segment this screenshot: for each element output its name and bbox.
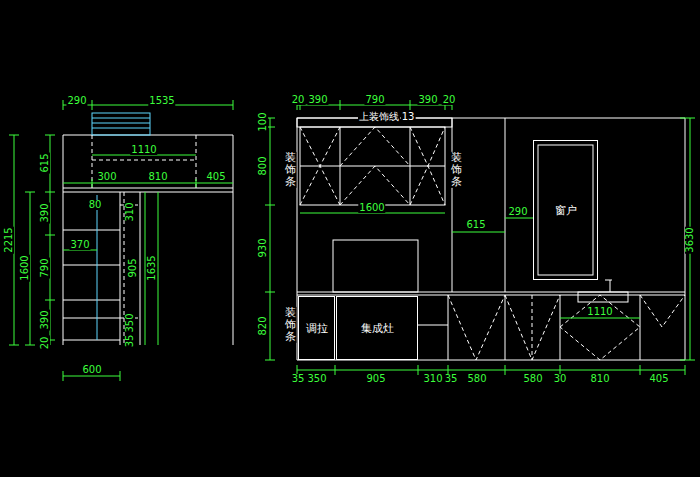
dimension-text: 390 [40, 202, 50, 223]
dimension-text: 290 [507, 207, 528, 217]
dimension-text: 35 [291, 374, 306, 384]
dimension-text: 300 [96, 172, 117, 182]
cabinet-label: 集成灶 [360, 321, 395, 336]
dimension-text: 3630 [685, 226, 695, 253]
dimension-text: 930 [258, 237, 268, 258]
dimension-text: 290 [66, 96, 87, 106]
dimension-text: 790 [364, 95, 385, 105]
dimension-text: 1535 [148, 96, 175, 106]
dimension-text: 310 [125, 201, 135, 222]
dimension-text: 615 [40, 152, 50, 173]
dimension-text: 905 [365, 374, 386, 384]
stove-cabinet: 集成灶 [336, 296, 418, 360]
dimension-text: 390 [307, 95, 328, 105]
dimension-text: 1600 [358, 203, 385, 213]
dimension-text: 800 [258, 155, 268, 176]
dimension-text: 1110 [130, 145, 157, 155]
window-frame: 窗户 [533, 140, 598, 280]
dimension-text: 1110 [586, 307, 613, 317]
drawer-cabinet: 调拉 [298, 296, 335, 360]
dimension-text: 20 [291, 95, 306, 105]
trim-label: 13 [401, 112, 416, 122]
dimension-text: 580 [522, 374, 543, 384]
dimension-text: 580 [466, 374, 487, 384]
dimension-text: 370 [69, 240, 90, 250]
dimension-text: 1600 [20, 254, 30, 281]
cabinet-label: 调拉 [305, 321, 329, 336]
trim-label: 装饰条 [284, 307, 297, 343]
dimension-text: 1635 [147, 254, 157, 281]
dimension-text: 35 [444, 374, 459, 384]
dimension-text: 30 [553, 374, 568, 384]
dimension-text: 405 [648, 374, 669, 384]
dimension-text: 20 [442, 95, 457, 105]
dimension-text: 20 [40, 336, 50, 351]
dimension-text: 80 [88, 200, 103, 210]
dimension-text: 390 [40, 309, 50, 330]
dimension-text: 905 [128, 257, 138, 278]
trim-label: 装饰条 [450, 152, 463, 188]
dimension-text: 820 [258, 315, 268, 336]
dimension-text: 810 [147, 172, 168, 182]
dimension-text: 405 [205, 172, 226, 182]
dimension-text: 100 [258, 111, 268, 132]
dimension-text: 790 [40, 257, 50, 278]
dimension-text: 600 [81, 365, 102, 375]
dimension-text: 310 [422, 374, 443, 384]
dimension-text: 350 [306, 374, 327, 384]
trim-label: 装饰条 [284, 152, 297, 188]
dimension-text: 350 [125, 312, 135, 333]
dimension-text: 35 [125, 334, 135, 349]
dimension-text: 810 [589, 374, 610, 384]
dimension-text: 2215 [4, 226, 14, 253]
dimension-text: 615 [465, 220, 486, 230]
trim-label: 上装饰线 [358, 112, 400, 122]
cabinet-label: 窗户 [554, 203, 578, 218]
dimension-text: 390 [417, 95, 438, 105]
